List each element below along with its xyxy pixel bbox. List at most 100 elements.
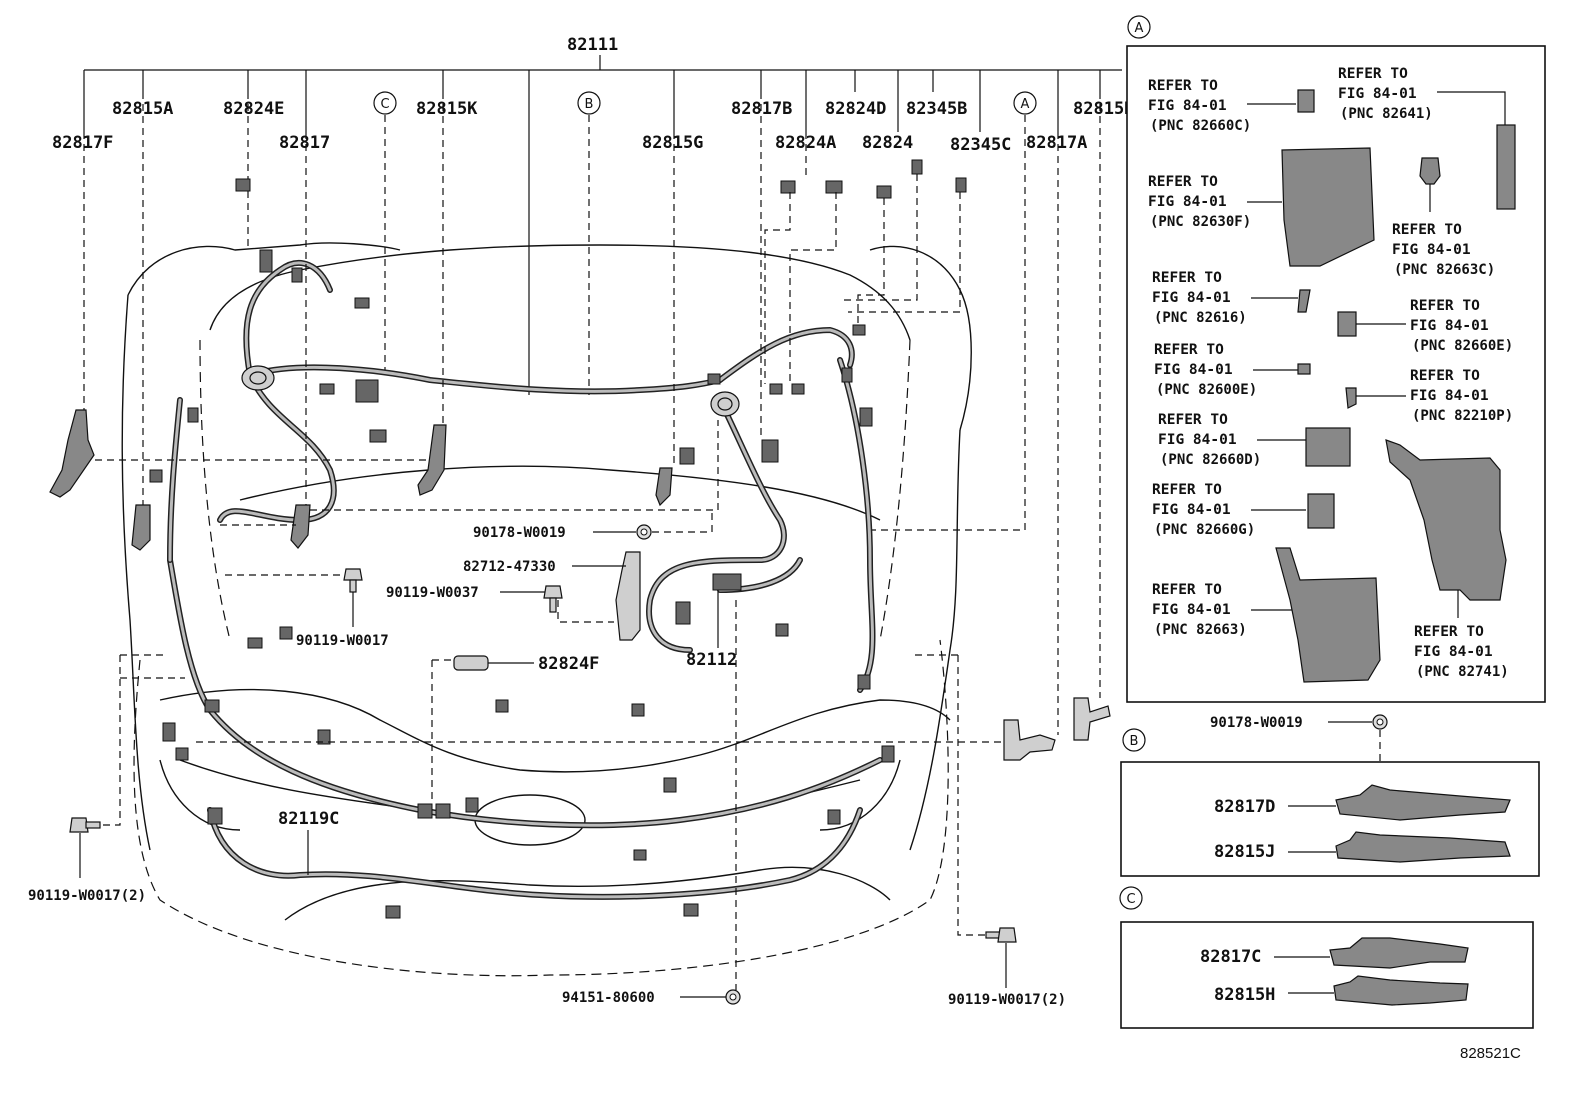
svg-text:FIG 84-01: FIG 84-01 (1410, 388, 1489, 404)
bolt-90119-W0037 (543, 585, 563, 613)
callout-b-main: B (577, 91, 601, 115)
part-82712-47330-bracket (615, 551, 641, 641)
svg-text:(PNC 82660C): (PNC 82660C) (1150, 118, 1251, 134)
panel-a-ref-82660G: REFER TO FIG 84-01 (PNC 82660G) (1152, 482, 1335, 538)
grommet-right (710, 391, 740, 417)
svg-text:(PNC 82600E): (PNC 82600E) (1156, 382, 1257, 398)
clip-94151-80600 (725, 989, 741, 1005)
label-82824F: 82824F (538, 654, 599, 674)
clip-90178-W0019 (636, 524, 652, 540)
svg-text:(PNC 82663C): (PNC 82663C) (1394, 262, 1495, 278)
main-dashed-leaders (83, 92, 1101, 990)
grommet-left (241, 365, 275, 391)
part-82817D-protector (1335, 784, 1511, 821)
part-82815H-protector (1333, 975, 1469, 1006)
svg-text:B: B (585, 97, 594, 112)
svg-text:FIG 84-01: FIG 84-01 (1152, 290, 1231, 306)
svg-text:(PNC 82616): (PNC 82616) (1154, 310, 1247, 326)
label-90119-W0017-2-left: 90119-W0017(2) (28, 888, 146, 904)
label-82119C: 82119C (278, 809, 339, 829)
panel-a-ref-82741: REFER TO FIG 84-01 (PNC 82741) (1385, 439, 1509, 680)
panel-a-ref-82600E: REFER TO FIG 84-01 (PNC 82600E) (1154, 342, 1311, 398)
svg-text:REFER TO: REFER TO (1410, 298, 1480, 314)
label-82815B: 82815B (1073, 99, 1134, 119)
label-82815H: 82815H (1214, 985, 1275, 1005)
svg-text:REFER TO: REFER TO (1154, 342, 1224, 358)
svg-text:REFER TO: REFER TO (1158, 412, 1228, 428)
svg-text:(PNC 82210P): (PNC 82210P) (1412, 408, 1513, 424)
label-90119-W0017: 90119-W0017 (296, 633, 389, 649)
label-82817F: 82817F (52, 133, 113, 153)
connector-82824F (453, 655, 489, 671)
panel-a-ref-82660D: REFER TO FIG 84-01 (PNC 82660D) (1158, 412, 1351, 468)
harness-connectors (149, 159, 967, 919)
part-82817F-bracket (49, 409, 95, 498)
panel-a-ref-82663: REFER TO FIG 84-01 (PNC 82663) (1152, 547, 1381, 683)
svg-text:(PNC 82741): (PNC 82741) (1416, 664, 1509, 680)
bolt-left-90119-W0017 (69, 817, 101, 833)
panel-a-ref-82660C: REFER TO FIG 84-01 (PNC 82660C) (1148, 78, 1315, 134)
svg-text:(PNC 82663): (PNC 82663) (1154, 622, 1247, 638)
svg-text:REFER TO: REFER TO (1392, 222, 1462, 238)
svg-text:FIG 84-01: FIG 84-01 (1392, 242, 1471, 258)
part-82817C-protector (1329, 937, 1469, 969)
panel-a-ref-82630F: REFER TO FIG 84-01 (PNC 82630F) (1148, 147, 1375, 267)
label-82815K: 82815K (416, 99, 478, 119)
panel-a-ref-82641: REFER TO FIG 84-01 (PNC 82641) (1338, 66, 1516, 210)
panel-a-ref-82616: REFER TO FIG 84-01 (PNC 82616) (1152, 270, 1311, 326)
label-82815J: 82815J (1214, 842, 1275, 862)
label-82824: 82824 (862, 133, 913, 153)
svg-text:REFER TO: REFER TO (1152, 582, 1222, 598)
svg-text:(PNC 82660G): (PNC 82660G) (1154, 522, 1255, 538)
svg-text:REFER TO: REFER TO (1338, 66, 1408, 82)
svg-text:FIG 84-01: FIG 84-01 (1148, 194, 1227, 210)
label-90119-W0037: 90119-W0037 (386, 585, 479, 601)
label-82345B: 82345B (906, 99, 967, 119)
label-82815G: 82815G (642, 133, 703, 153)
panel-a-ref-82663C: REFER TO FIG 84-01 (PNC 82663C) (1392, 157, 1495, 278)
svg-text:FIG 84-01: FIG 84-01 (1152, 602, 1231, 618)
svg-text:FIG 84-01: FIG 84-01 (1410, 318, 1489, 334)
label-82817C: 82817C (1200, 947, 1261, 967)
svg-text:A: A (1135, 21, 1144, 36)
label-90119-W0017-2-right: 90119-W0017(2) (948, 992, 1066, 1008)
label-82112: 82112 (686, 650, 737, 670)
svg-text:REFER TO: REFER TO (1148, 174, 1218, 190)
part-82817A-bracket (1003, 719, 1056, 761)
main-harness-leader-bracket (83, 55, 1122, 395)
figure-id: 828521C (1460, 1045, 1521, 1062)
harness-wires (167, 259, 883, 900)
svg-text:FIG 84-01: FIG 84-01 (1158, 432, 1237, 448)
label-82345C: 82345C (950, 135, 1011, 155)
label-90178-W0019: 90178-W0019 (473, 525, 566, 541)
svg-text:(PNC 82660D): (PNC 82660D) (1160, 452, 1261, 468)
callout-c-main: C (373, 91, 397, 115)
panel-c-callout: C (1119, 886, 1143, 910)
svg-text:REFER TO: REFER TO (1152, 270, 1222, 286)
label-82111: 82111 (567, 35, 618, 55)
svg-text:C: C (380, 97, 389, 112)
svg-text:(PNC 82641): (PNC 82641) (1340, 106, 1433, 122)
label-82824D: 82824D (825, 99, 886, 119)
label-panel-b-clip: 90178-W0019 (1210, 715, 1303, 731)
svg-text:REFER TO: REFER TO (1152, 482, 1222, 498)
svg-text:FIG 84-01: FIG 84-01 (1414, 644, 1493, 660)
panel-b-callout: B (1122, 728, 1146, 752)
svg-text:REFER TO: REFER TO (1148, 78, 1218, 94)
panel-a-callout: A (1127, 15, 1151, 39)
label-82824E: 82824E (223, 99, 284, 119)
panel-a-ref-82210P: REFER TO FIG 84-01 (PNC 82210P) (1345, 368, 1513, 424)
svg-text:(PNC 82660E): (PNC 82660E) (1412, 338, 1513, 354)
label-82817A: 82817A (1026, 133, 1087, 153)
panel-a-ref-82660E: REFER TO FIG 84-01 (PNC 82660E) (1337, 298, 1513, 354)
label-82712-47330: 82712-47330 (463, 559, 556, 575)
bolt-90119-W0017 (343, 568, 363, 593)
svg-text:B: B (1130, 734, 1139, 749)
svg-text:A: A (1021, 97, 1030, 112)
part-82815K-protector (417, 424, 447, 496)
bolt-right-90119-W0017 (985, 927, 1017, 943)
svg-text:C: C (1126, 892, 1135, 907)
panel-b (1120, 761, 1540, 877)
label-94151-80600: 94151-80600 (562, 990, 655, 1006)
